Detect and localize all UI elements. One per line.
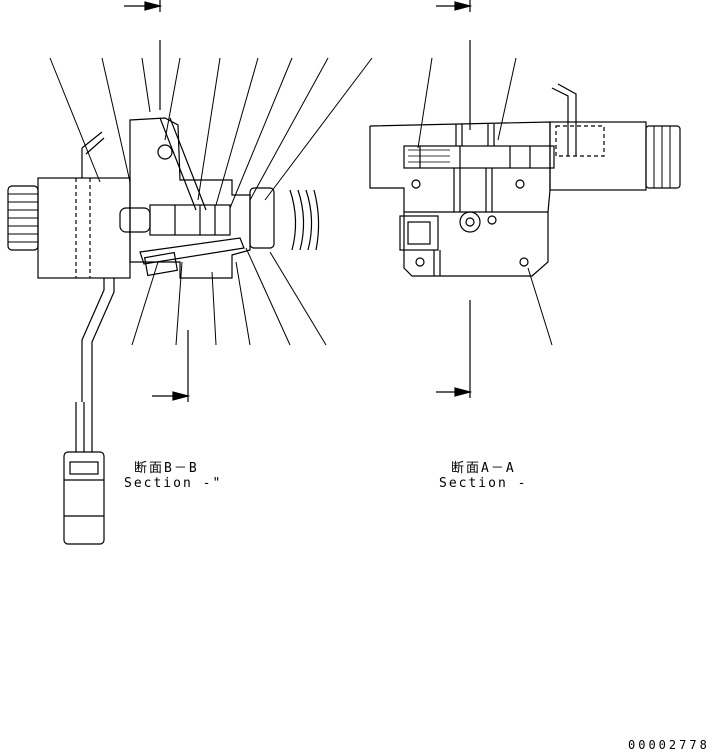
section-aa-caption-jp: 断面A－A [451,461,516,476]
bracket-a [551,83,577,156]
cable-connector [63,278,115,545]
section-aa-caption-en: Section - [439,476,528,491]
valve-housing-b [129,117,251,279]
section-bb-caption-en: Section -" [124,476,223,491]
bracket-b [81,131,105,155]
drawing-number: 00002778 [628,738,710,752]
cutting-plane-b [124,0,191,402]
leaders-lower-b [131,247,327,346]
center-boss-a [459,211,481,233]
spool-b [149,204,231,236]
spool-a [403,145,555,169]
solenoid-body-b [37,177,131,279]
cutting-plane-a [436,0,473,398]
section-bb-caption-jp: 断面B－B [134,461,199,476]
section-bb-view [7,0,373,545]
fitting-a [399,215,439,251]
leaders-a [417,57,553,346]
leaders-upper-b [49,57,373,209]
knob-a [645,125,681,189]
spring-b [249,187,320,251]
plunger-b [139,237,245,265]
section-aa-view [369,0,681,398]
